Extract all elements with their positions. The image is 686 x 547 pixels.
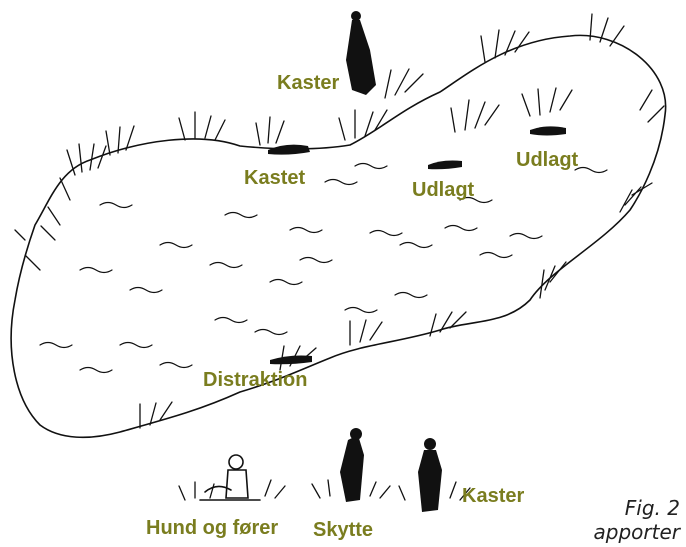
- water-ripples: [40, 164, 607, 373]
- shooter-figure: [340, 428, 364, 502]
- dummy-udlagt-right: [530, 126, 566, 135]
- label-distraktion: Distraktion: [203, 370, 307, 390]
- thrower-bottom-figure: [418, 438, 442, 512]
- handler-figure: [200, 455, 260, 500]
- lake-outline: [11, 35, 665, 437]
- label-skytte: Skytte: [313, 520, 373, 540]
- label-kastet: Kastet: [244, 168, 305, 188]
- dummy-distraktion: [270, 356, 312, 365]
- caption-line-1: Fig. 2: [594, 496, 680, 520]
- thrower-top-figure: [346, 11, 376, 95]
- caption-line-2: apporter: [594, 520, 680, 544]
- reeds: [15, 14, 664, 428]
- label-udlagt-right: Udlagt: [516, 150, 578, 170]
- figure-caption: Fig. 2 apporter: [594, 496, 680, 544]
- dummy-kastet: [268, 145, 310, 155]
- dummy-udlagt-mid: [428, 161, 462, 170]
- label-kaster-bottom: Kaster: [462, 486, 524, 506]
- label-kaster-top: Kaster: [277, 73, 339, 93]
- label-udlagt-mid: Udlagt: [412, 180, 474, 200]
- label-hund-og-forer: Hund og fører: [146, 518, 278, 538]
